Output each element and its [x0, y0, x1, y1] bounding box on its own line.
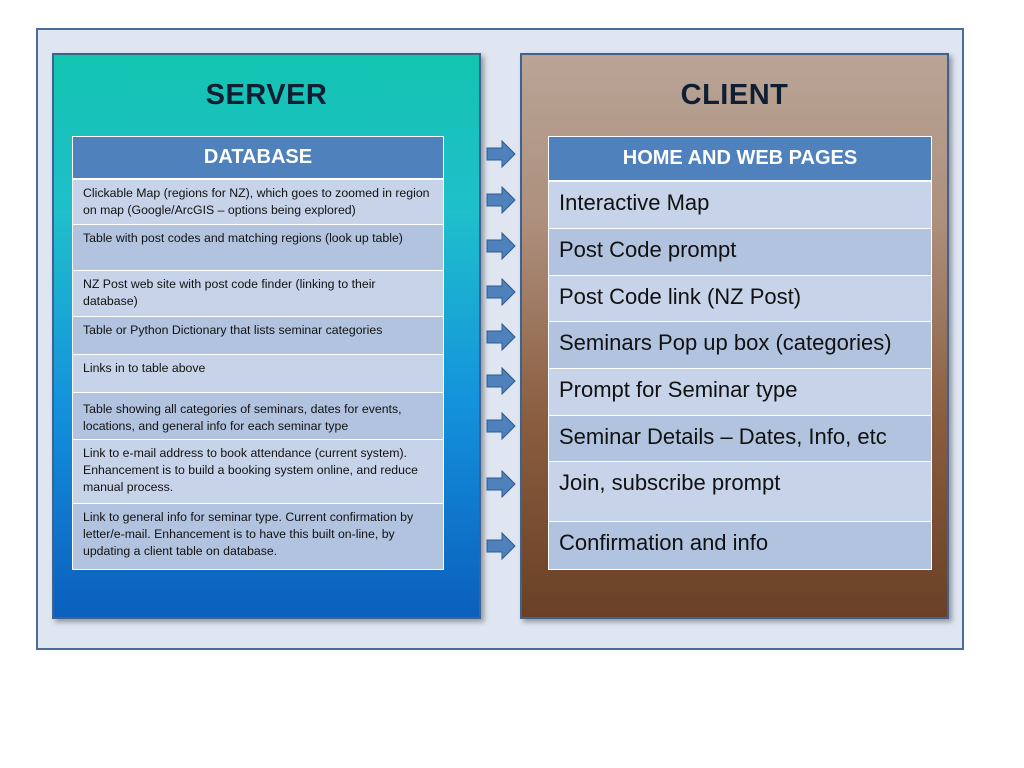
client-row-seminar-details: Seminar Details – Dates, Info, etc — [549, 416, 931, 462]
webpages-table-header: HOME AND WEB PAGES — [549, 137, 931, 182]
client-row-postcode-prompt: Post Code prompt — [549, 229, 931, 276]
client-row-confirmation: Confirmation and info — [549, 522, 931, 569]
client-panel: CLIENT HOME AND WEB PAGES Interactive Ma… — [520, 53, 949, 619]
database-row-email-booking: Link to e-mail address to book attendanc… — [73, 440, 443, 504]
right-arrow-icon — [486, 232, 516, 260]
right-arrow-icon — [486, 323, 516, 351]
client-row-interactive-map: Interactive Map — [549, 182, 931, 229]
database-row-links: Links in to table above — [73, 355, 443, 393]
client-row-seminar-type: Prompt for Seminar type — [549, 369, 931, 416]
right-arrow-icon — [486, 186, 516, 214]
database-row-map: Clickable Map (regions for NZ), which go… — [73, 180, 443, 225]
right-arrow-icon — [486, 532, 516, 560]
right-arrow-icon — [486, 470, 516, 498]
database-row-seminar-table: Table showing all categories of seminars… — [73, 393, 443, 440]
database-table: DATABASE Clickable Map (regions for NZ),… — [72, 136, 444, 570]
right-arrow-icon — [486, 278, 516, 306]
client-row-postcode-link: Post Code link (NZ Post) — [549, 276, 931, 322]
right-arrow-icon — [486, 140, 516, 168]
client-row-join-subscribe: Join, subscribe prompt — [549, 462, 931, 522]
database-row-general-info: Link to general info for seminar type. C… — [73, 504, 443, 569]
client-title: CLIENT — [680, 79, 789, 111]
server-panel: SERVER DATABASE Clickable Map (regions f… — [52, 53, 481, 619]
database-row-postcode-table: Table with post codes and matching regio… — [73, 225, 443, 271]
database-row-seminar-categories: Table or Python Dictionary that lists se… — [73, 317, 443, 355]
right-arrow-icon — [486, 367, 516, 395]
right-arrow-icon — [486, 412, 516, 440]
database-table-header: DATABASE — [73, 137, 443, 180]
server-title: SERVER — [205, 79, 328, 111]
webpages-table: HOME AND WEB PAGES Interactive Map Post … — [548, 136, 932, 570]
database-row-nzpost: NZ Post web site with post code finder (… — [73, 271, 443, 317]
client-row-seminars-popup: Seminars Pop up box (categories) — [549, 322, 931, 369]
